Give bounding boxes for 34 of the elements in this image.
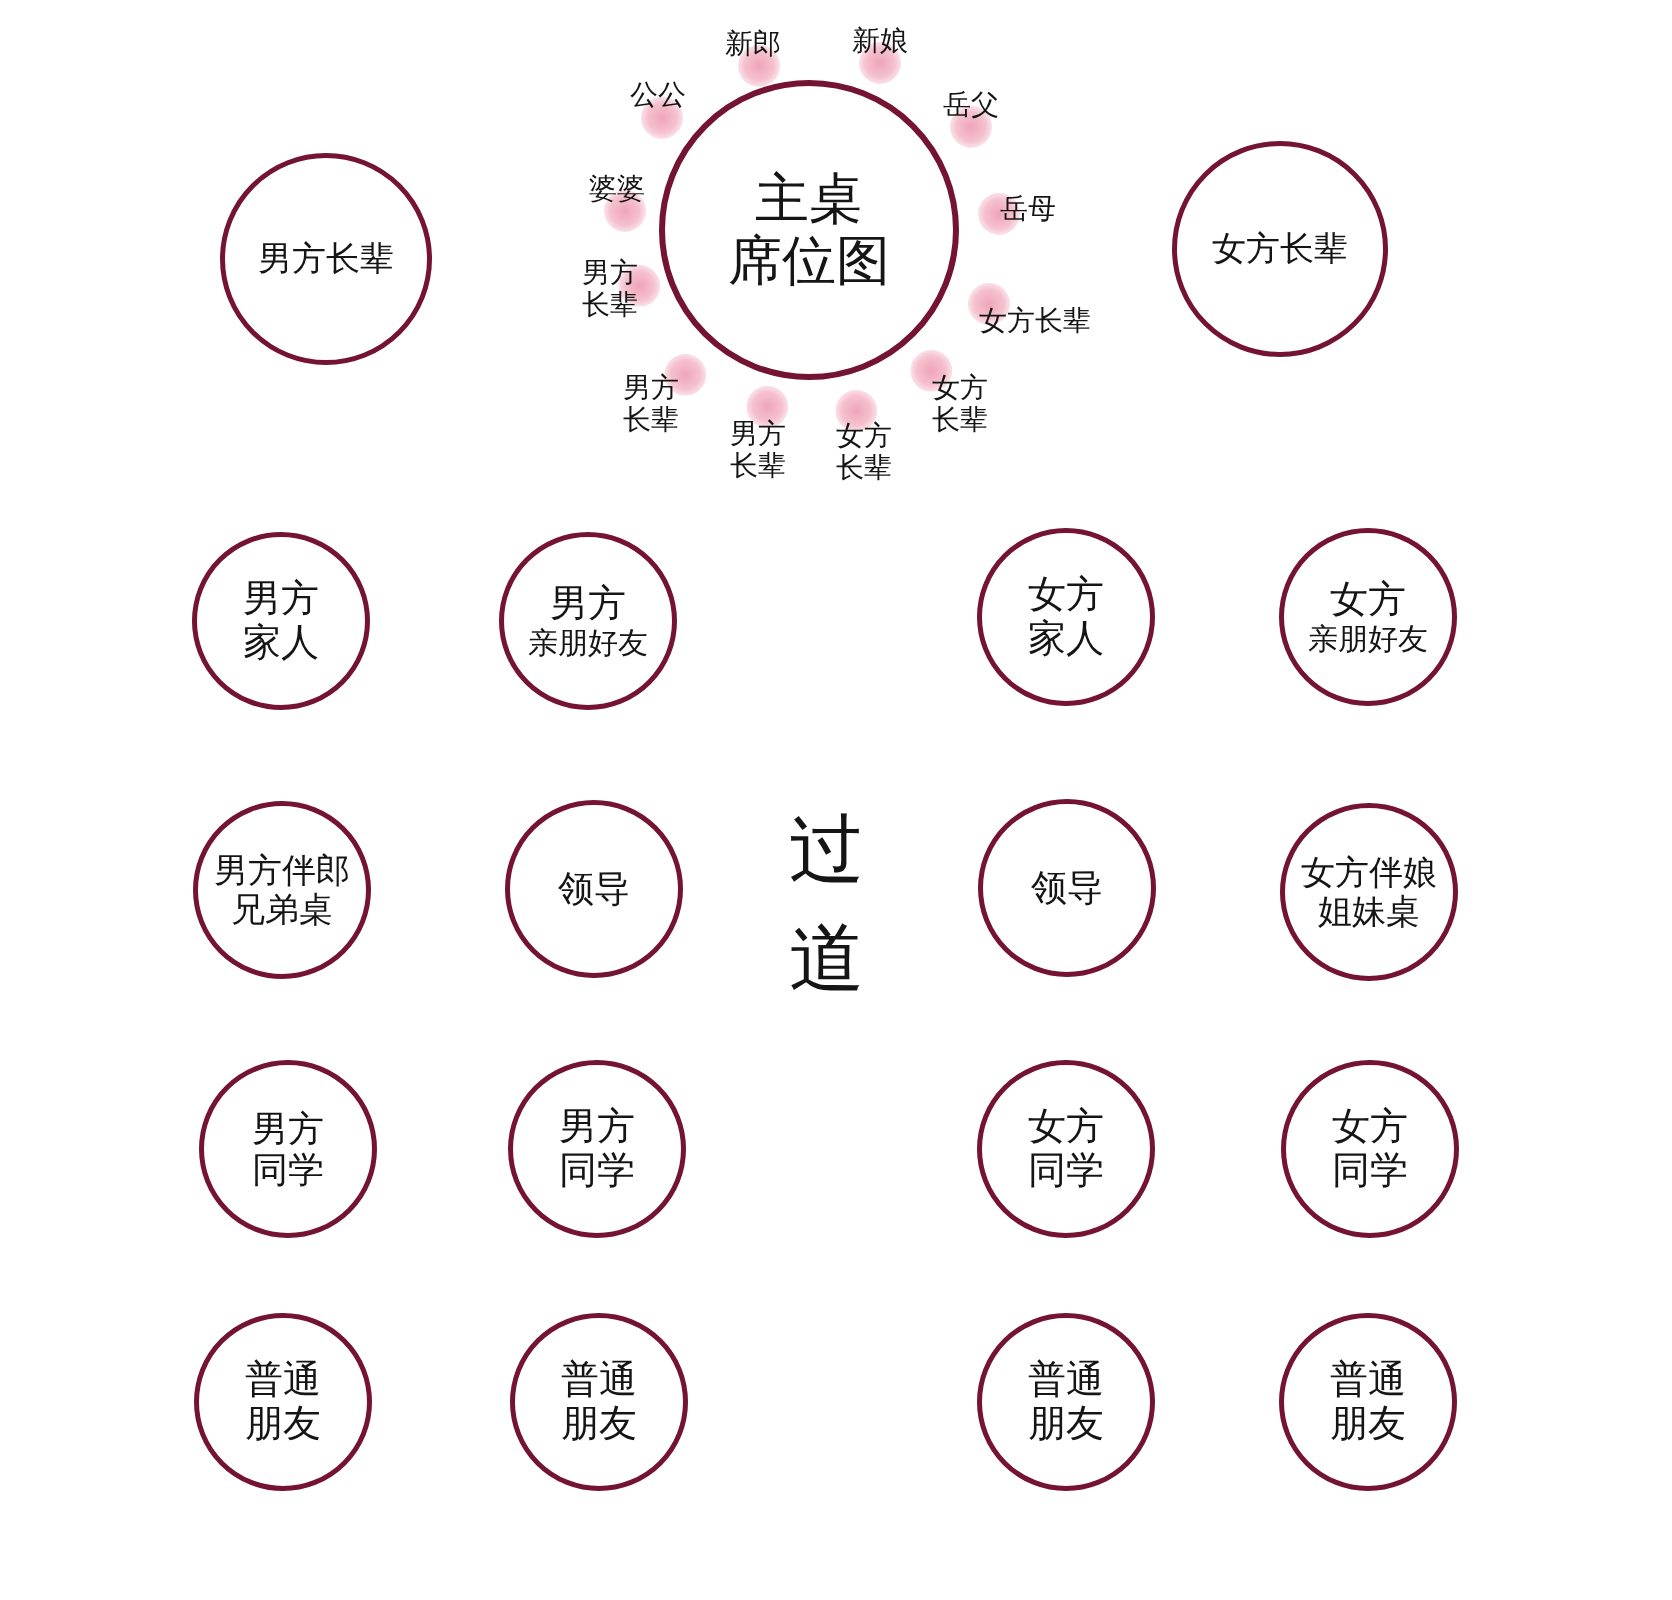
table-label: 普通朋友: [1329, 1358, 1407, 1446]
table-label: 女方: [1330, 577, 1406, 622]
seat-label: 岳父: [943, 88, 999, 122]
table-label: 女方伴娘姐妹桌: [1300, 852, 1438, 932]
table-label: 普通朋友: [1027, 1358, 1105, 1446]
seat-label: 公公: [630, 78, 686, 112]
seat-label: 女方长辈: [979, 304, 1091, 338]
table-label: 女方长辈: [1212, 229, 1348, 269]
table-label: 领导: [558, 868, 630, 910]
table-label: 男方: [550, 581, 626, 626]
seat-label: 新娘: [852, 24, 908, 58]
table-label: 女方家人: [1027, 573, 1105, 661]
aisle-label: 过道: [787, 804, 865, 1004]
table-label: 女方同学: [1027, 1105, 1105, 1193]
table-label: 领导: [1031, 867, 1103, 909]
seat-label: 女方长辈: [931, 371, 989, 437]
seat-label: 女方长辈: [835, 419, 893, 485]
table-label: 亲朋好友: [1308, 621, 1428, 657]
table-label: 普通朋友: [560, 1358, 638, 1446]
table-label: 男方长辈: [258, 239, 394, 279]
table-title: 主桌席位图: [727, 167, 891, 293]
table-label: 亲朋好友: [528, 625, 648, 661]
table-label: 男方同学: [558, 1105, 636, 1193]
seat-label: 男方长辈: [729, 417, 787, 483]
seat-label: 新郎: [725, 27, 781, 61]
table-label: 男方同学: [251, 1107, 325, 1191]
table-label: 女方同学: [1331, 1105, 1409, 1193]
table-label: 男方家人: [242, 577, 320, 665]
seat-label: 岳母: [1000, 192, 1056, 226]
seat-label: 婆婆: [589, 172, 645, 206]
table-label: 男方伴郎兄弟桌: [213, 850, 351, 930]
seat-label: 男方长辈: [622, 371, 680, 437]
seat-label: 男方长辈: [581, 256, 639, 322]
table-label: 普通朋友: [244, 1358, 322, 1446]
